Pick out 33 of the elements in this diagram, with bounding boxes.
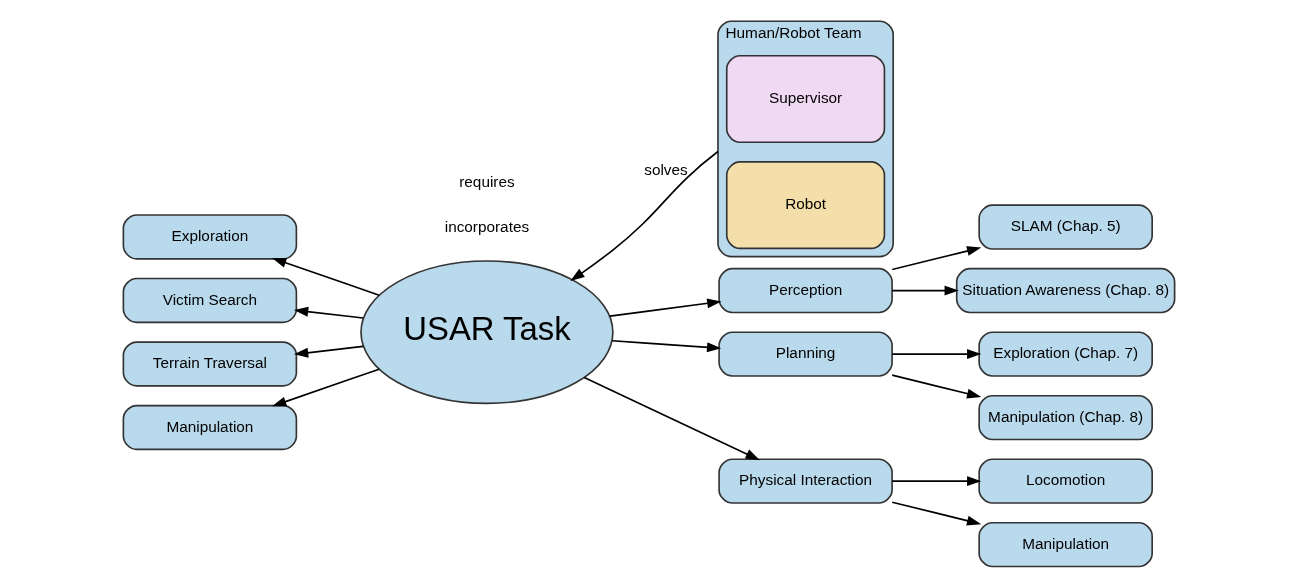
node-box: Physical Interaction (718, 458, 893, 504)
arrow (891, 501, 982, 526)
node-box: Victim Search (122, 277, 298, 324)
node-box: Manipulation (978, 521, 1153, 568)
node-box: Locomotion (978, 458, 1153, 504)
node-box: Exploration (122, 214, 298, 260)
node-box: Exploration (Chap. 7) (978, 331, 1153, 377)
node-box: SLAM (Chap. 5) (978, 204, 1153, 250)
arrow (611, 340, 722, 353)
arrow (293, 306, 364, 319)
node-box: Robot (725, 161, 886, 250)
arrow (272, 368, 380, 407)
arrow (891, 285, 959, 296)
arrow (609, 298, 722, 317)
label: incorporates (444, 218, 530, 236)
node-box: Manipulation (122, 404, 298, 451)
arrow (891, 476, 982, 487)
label: requires (459, 173, 515, 191)
arrow (272, 258, 380, 297)
node-ellipse: USAR Task (360, 260, 614, 405)
node-box: Manipulation (Chap. 8) (978, 394, 1153, 441)
arrow (570, 150, 719, 281)
node-box: Supervisor (725, 54, 886, 144)
arrow (293, 345, 364, 358)
edge-label: solves (644, 160, 688, 178)
node-box: Planning (718, 331, 893, 377)
arrow (891, 374, 982, 399)
arrow (891, 246, 982, 271)
node-box: Situation Awareness (Chap. 8) (955, 267, 1176, 314)
node-box: Perception (718, 267, 893, 314)
arrow (583, 376, 760, 461)
node-box: Terrain Traversal (122, 341, 298, 387)
arrow (891, 349, 982, 360)
